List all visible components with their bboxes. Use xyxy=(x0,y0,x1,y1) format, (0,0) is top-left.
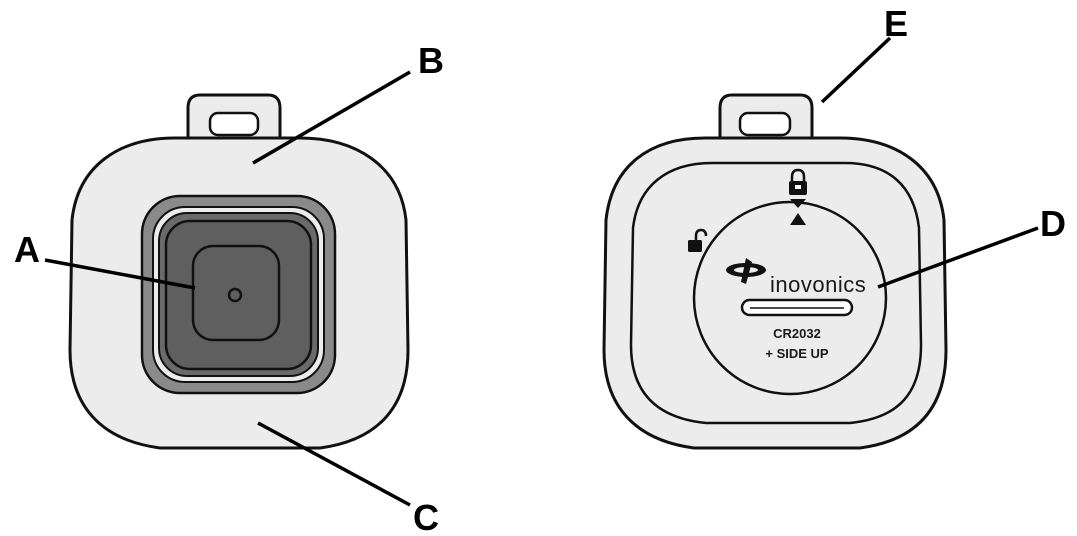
callout-label-c: C xyxy=(413,497,439,536)
front-view xyxy=(68,93,410,450)
leader-line-c xyxy=(257,421,411,507)
callout-label-a: A xyxy=(14,229,40,270)
led-indicator xyxy=(227,287,243,303)
callout-label-b: B xyxy=(418,40,444,81)
leader-line-e xyxy=(820,36,892,104)
inovonics-logo-icon xyxy=(726,258,766,284)
battery-orientation-label: + SIDE UP xyxy=(765,346,829,361)
leader-line-b xyxy=(252,70,411,165)
padlock-closed-icon xyxy=(789,168,807,195)
callout-label-e: E xyxy=(884,3,908,44)
battery-cover xyxy=(692,200,888,396)
brand-name: inovonics xyxy=(770,272,866,297)
front-lanyard-slot xyxy=(208,111,260,137)
leader-line-d xyxy=(877,226,1039,289)
alignment-arrows-icon xyxy=(790,199,806,225)
padlock-open-icon xyxy=(688,228,708,252)
back-lanyard-slot xyxy=(738,111,792,137)
leader-line-a xyxy=(44,258,196,290)
callout-label-d: D xyxy=(1040,203,1066,244)
back-view: inovonics CR2032 + SIDE UP xyxy=(602,93,948,450)
battery-model-label: CR2032 xyxy=(773,326,821,341)
